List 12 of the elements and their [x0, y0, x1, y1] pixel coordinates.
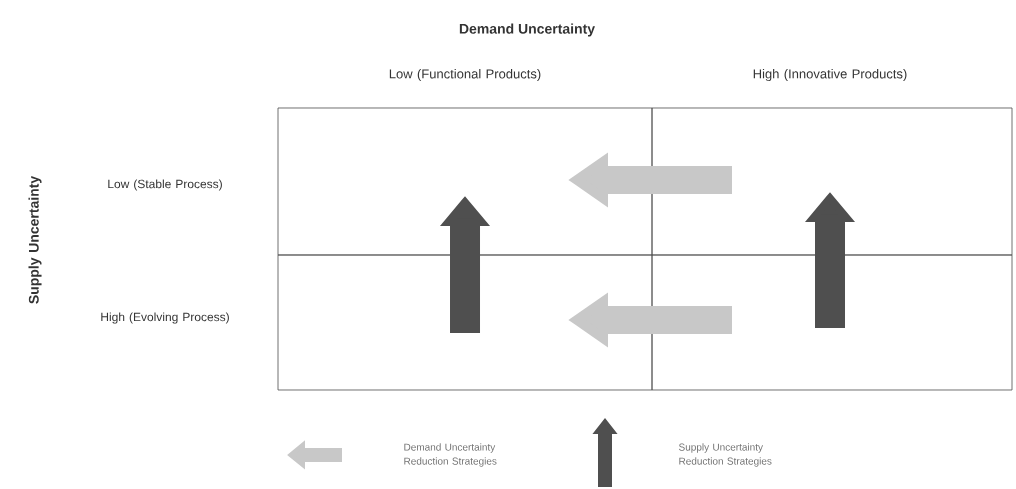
row-header: High (Evolving Process)	[101, 312, 229, 324]
grid-cell	[651, 254, 1013, 391]
axis-title: Demand Uncertainty	[459, 23, 595, 37]
grid-cell	[277, 254, 653, 391]
column-header: High (Innovative Products)	[753, 68, 907, 82]
legend-text: Supply Uncertainty Reduction Strategies	[679, 443, 772, 467]
legend-text: Demand Uncertainty Reduction Strategies	[404, 443, 497, 467]
grid-cell	[277, 107, 653, 256]
column-header: Low (Functional Products)	[389, 68, 541, 82]
axis-title: Supply Uncertainty	[28, 175, 42, 304]
grid-cell	[651, 107, 1013, 256]
row-header: Low (Stable Process)	[108, 179, 222, 191]
